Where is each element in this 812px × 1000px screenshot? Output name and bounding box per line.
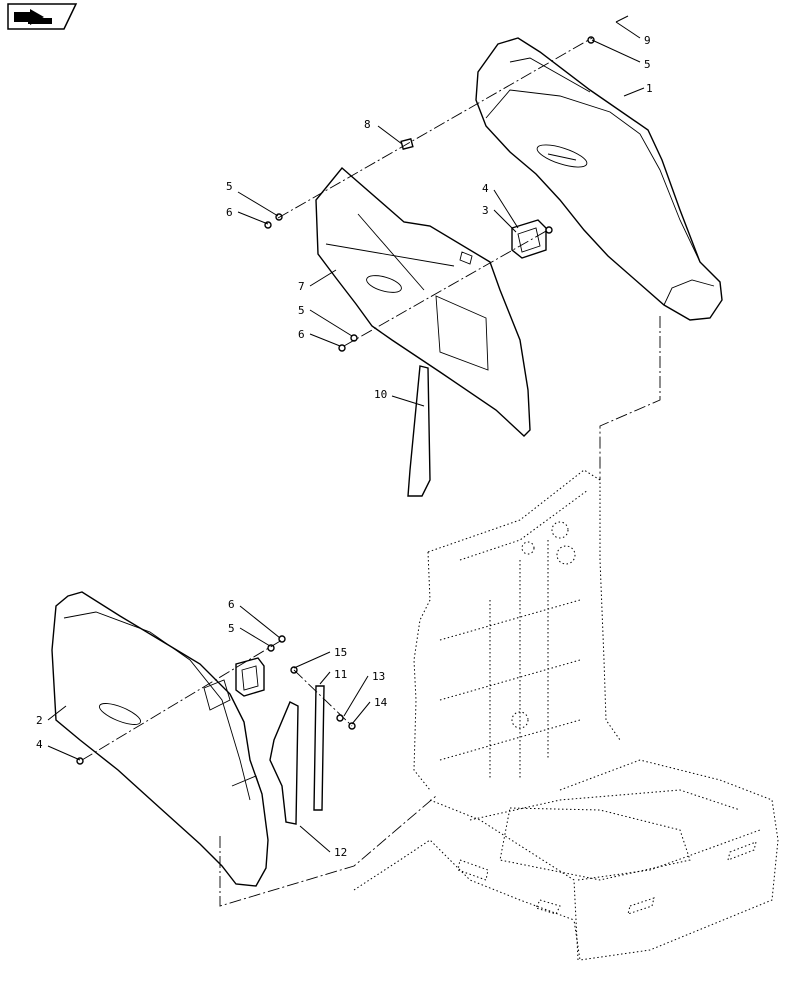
callout-4-lower: 4 <box>36 738 43 751</box>
part-9-bolt <box>615 15 629 23</box>
callout-13: 13 <box>372 670 385 683</box>
part-12-filler <box>269 701 299 825</box>
chassis-phantom <box>353 469 779 961</box>
part-11-strip <box>313 685 325 811</box>
callout-2: 2 <box>36 714 43 727</box>
part-2-front-panel <box>51 591 269 887</box>
callout-1: 1 <box>646 82 653 95</box>
callout-11: 11 <box>334 668 347 681</box>
assembly-lines <box>81 37 661 907</box>
callout-12: 12 <box>334 846 347 859</box>
callout-15: 15 <box>334 646 347 659</box>
callout-8: 8 <box>364 118 371 131</box>
part-7-side-panel <box>315 166 531 437</box>
callout-5-top: 5 <box>644 58 651 71</box>
callout-7: 7 <box>298 280 305 293</box>
callout-14: 14 <box>374 696 388 709</box>
callout-6-lower: 6 <box>228 598 235 611</box>
callout-9: 9 <box>644 34 651 47</box>
callout-4-upper: 4 <box>482 182 489 195</box>
book-arrow-icon[interactable] <box>7 3 78 30</box>
callout-6-left-lower: 6 <box>298 328 305 341</box>
callout-5-lower: 5 <box>228 622 235 635</box>
callout-6-left-upper: 6 <box>226 206 233 219</box>
callout-10: 10 <box>374 388 387 401</box>
callout-leaders <box>47 21 645 853</box>
callout-5-left-upper: 5 <box>226 180 233 193</box>
part-4-latch-lower <box>235 657 265 697</box>
callout-3: 3 <box>482 204 489 217</box>
part-1-rear-panel <box>475 37 723 321</box>
part-10-strip <box>407 365 431 497</box>
callout-labels: 9 5 1 8 5 6 4 3 7 5 6 10 6 5 15 11 13 14… <box>36 34 653 859</box>
callout-5-left-lower: 5 <box>298 304 305 317</box>
